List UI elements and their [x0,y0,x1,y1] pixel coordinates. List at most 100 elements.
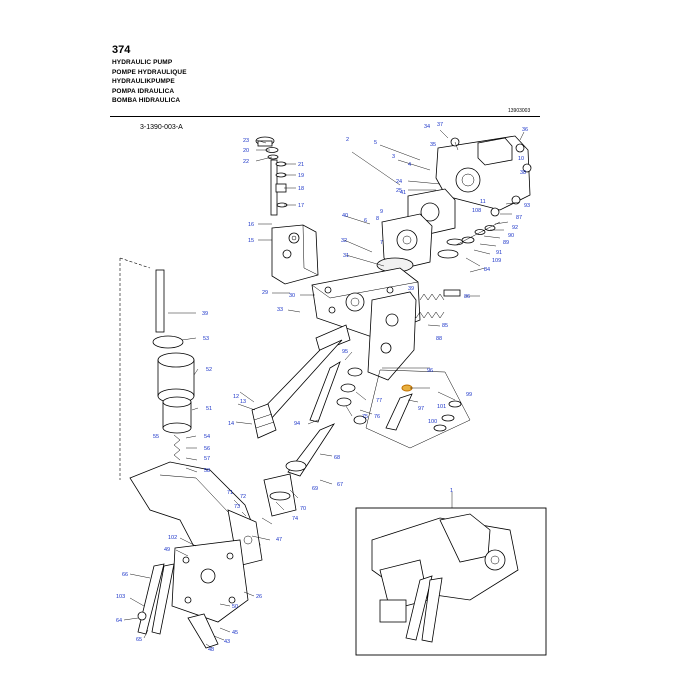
callout-25: 25 [396,188,402,194]
callout-71: 71 [227,490,233,496]
callout-30: 30 [289,293,295,299]
callout-67: 67 [337,482,343,488]
page-number: 374 [112,44,131,56]
callout-39-upper: 39 [408,286,414,292]
callout-93: 93 [524,203,530,209]
callout-32: 32 [341,238,347,244]
callout-37: 37 [437,122,443,128]
callout-91: 91 [496,250,502,256]
drive-shaft [251,324,351,439]
callout-73: 73 [234,504,240,510]
header-divider [110,116,540,117]
callout-26: 26 [256,594,262,600]
callout-66: 66 [122,572,128,578]
callout-55: 55 [153,434,159,440]
callout-14: 14 [228,421,234,427]
part-callouts: 23 20 22 21 19 18 17 16 15 2 5 3 4 24 25… [116,122,530,653]
callout-49: 49 [164,547,170,553]
callout-39-lower: 39 [202,311,208,317]
callout-2: 2 [346,137,349,143]
callout-8: 8 [376,216,379,222]
callout-84: 84 [484,267,490,273]
callout-92: 92 [512,225,518,231]
callout-69: 69 [312,486,318,492]
callout-95: 95 [342,349,348,355]
callout-65: 65 [136,637,142,643]
control-valve-assembly [255,136,319,285]
callout-38: 38 [520,170,526,176]
callout-94: 94 [294,421,300,427]
callout-18: 18 [298,186,304,192]
callout-96: 96 [427,368,433,374]
callout-33: 33 [277,307,283,313]
assembly-reference: 3-1390-003-A [140,124,183,131]
callout-20: 20 [243,148,249,154]
callout-72: 72 [240,494,246,500]
callout-10: 10 [518,156,524,162]
gear-plates [376,188,464,273]
callout-23: 23 [243,138,249,144]
lift-cylinder [119,257,195,480]
lever-linkage [137,563,175,635]
callout-47: 47 [276,537,282,543]
callout-15: 15 [248,238,254,244]
title-french: POMPE HYDRAULIQUE [112,68,187,76]
callout-56: 56 [204,446,210,452]
callout-13: 13 [240,399,246,405]
seal-stack [285,361,367,477]
title-italian: POMPA IDRAULICA [112,87,175,95]
callout-89: 89 [503,240,509,246]
callout-97: 97 [418,406,424,412]
callout-50: 50 [232,604,238,610]
callout-31: 31 [343,253,349,259]
lower-valve-body [171,539,249,649]
callout-4: 4 [408,162,411,168]
callout-77: 77 [376,398,382,404]
callout-1: 1 [450,488,453,494]
title-list: HYDRAULIC PUMP POMPE HYDRAULIQUE HYDRAUL… [112,58,187,106]
callout-108: 108 [472,208,481,214]
callout-48: 48 [208,647,214,653]
callout-29: 29 [262,290,268,296]
detail-kit-96 [365,367,471,449]
callout-40: 40 [342,213,348,219]
callout-45: 45 [232,630,238,636]
callout-51: 51 [206,406,212,412]
callout-64: 64 [116,618,122,624]
callout-90: 90 [508,233,514,239]
callout-70: 70 [300,506,306,512]
callout-7: 7 [380,240,383,246]
callout-109: 109 [492,258,501,264]
callout-43: 43 [224,639,230,645]
callout-101: 101 [437,404,446,410]
callout-24: 24 [396,179,402,185]
callout-5: 5 [374,140,377,146]
callout-54: 54 [204,434,210,440]
callout-19: 19 [298,173,304,179]
callout-103: 103 [116,594,125,600]
callout-12: 12 [233,394,239,400]
callout-74: 74 [292,516,298,522]
callout-88: 88 [436,336,442,342]
callout-52: 52 [206,367,212,373]
callout-3: 3 [392,154,395,160]
callout-21: 21 [298,162,304,168]
callout-76: 76 [374,414,380,420]
callout-102: 102 [168,535,177,541]
callout-85: 85 [442,323,448,329]
callout-100: 100 [428,419,437,425]
title-german: HYDRAULIKPUMPE [112,78,175,85]
callout-9: 9 [380,209,383,215]
callout-34: 34 [424,124,430,130]
leader-lines [123,129,525,649]
callout-35: 35 [430,142,436,148]
relief-valve-spring [407,221,501,319]
callout-11: 11 [480,199,486,205]
callout-53: 53 [203,336,209,342]
title-spanish: BOMBA HIDRAULICA [112,97,181,104]
callout-99: 99 [466,392,472,398]
control-housing [367,291,417,381]
callout-16: 16 [248,222,254,228]
